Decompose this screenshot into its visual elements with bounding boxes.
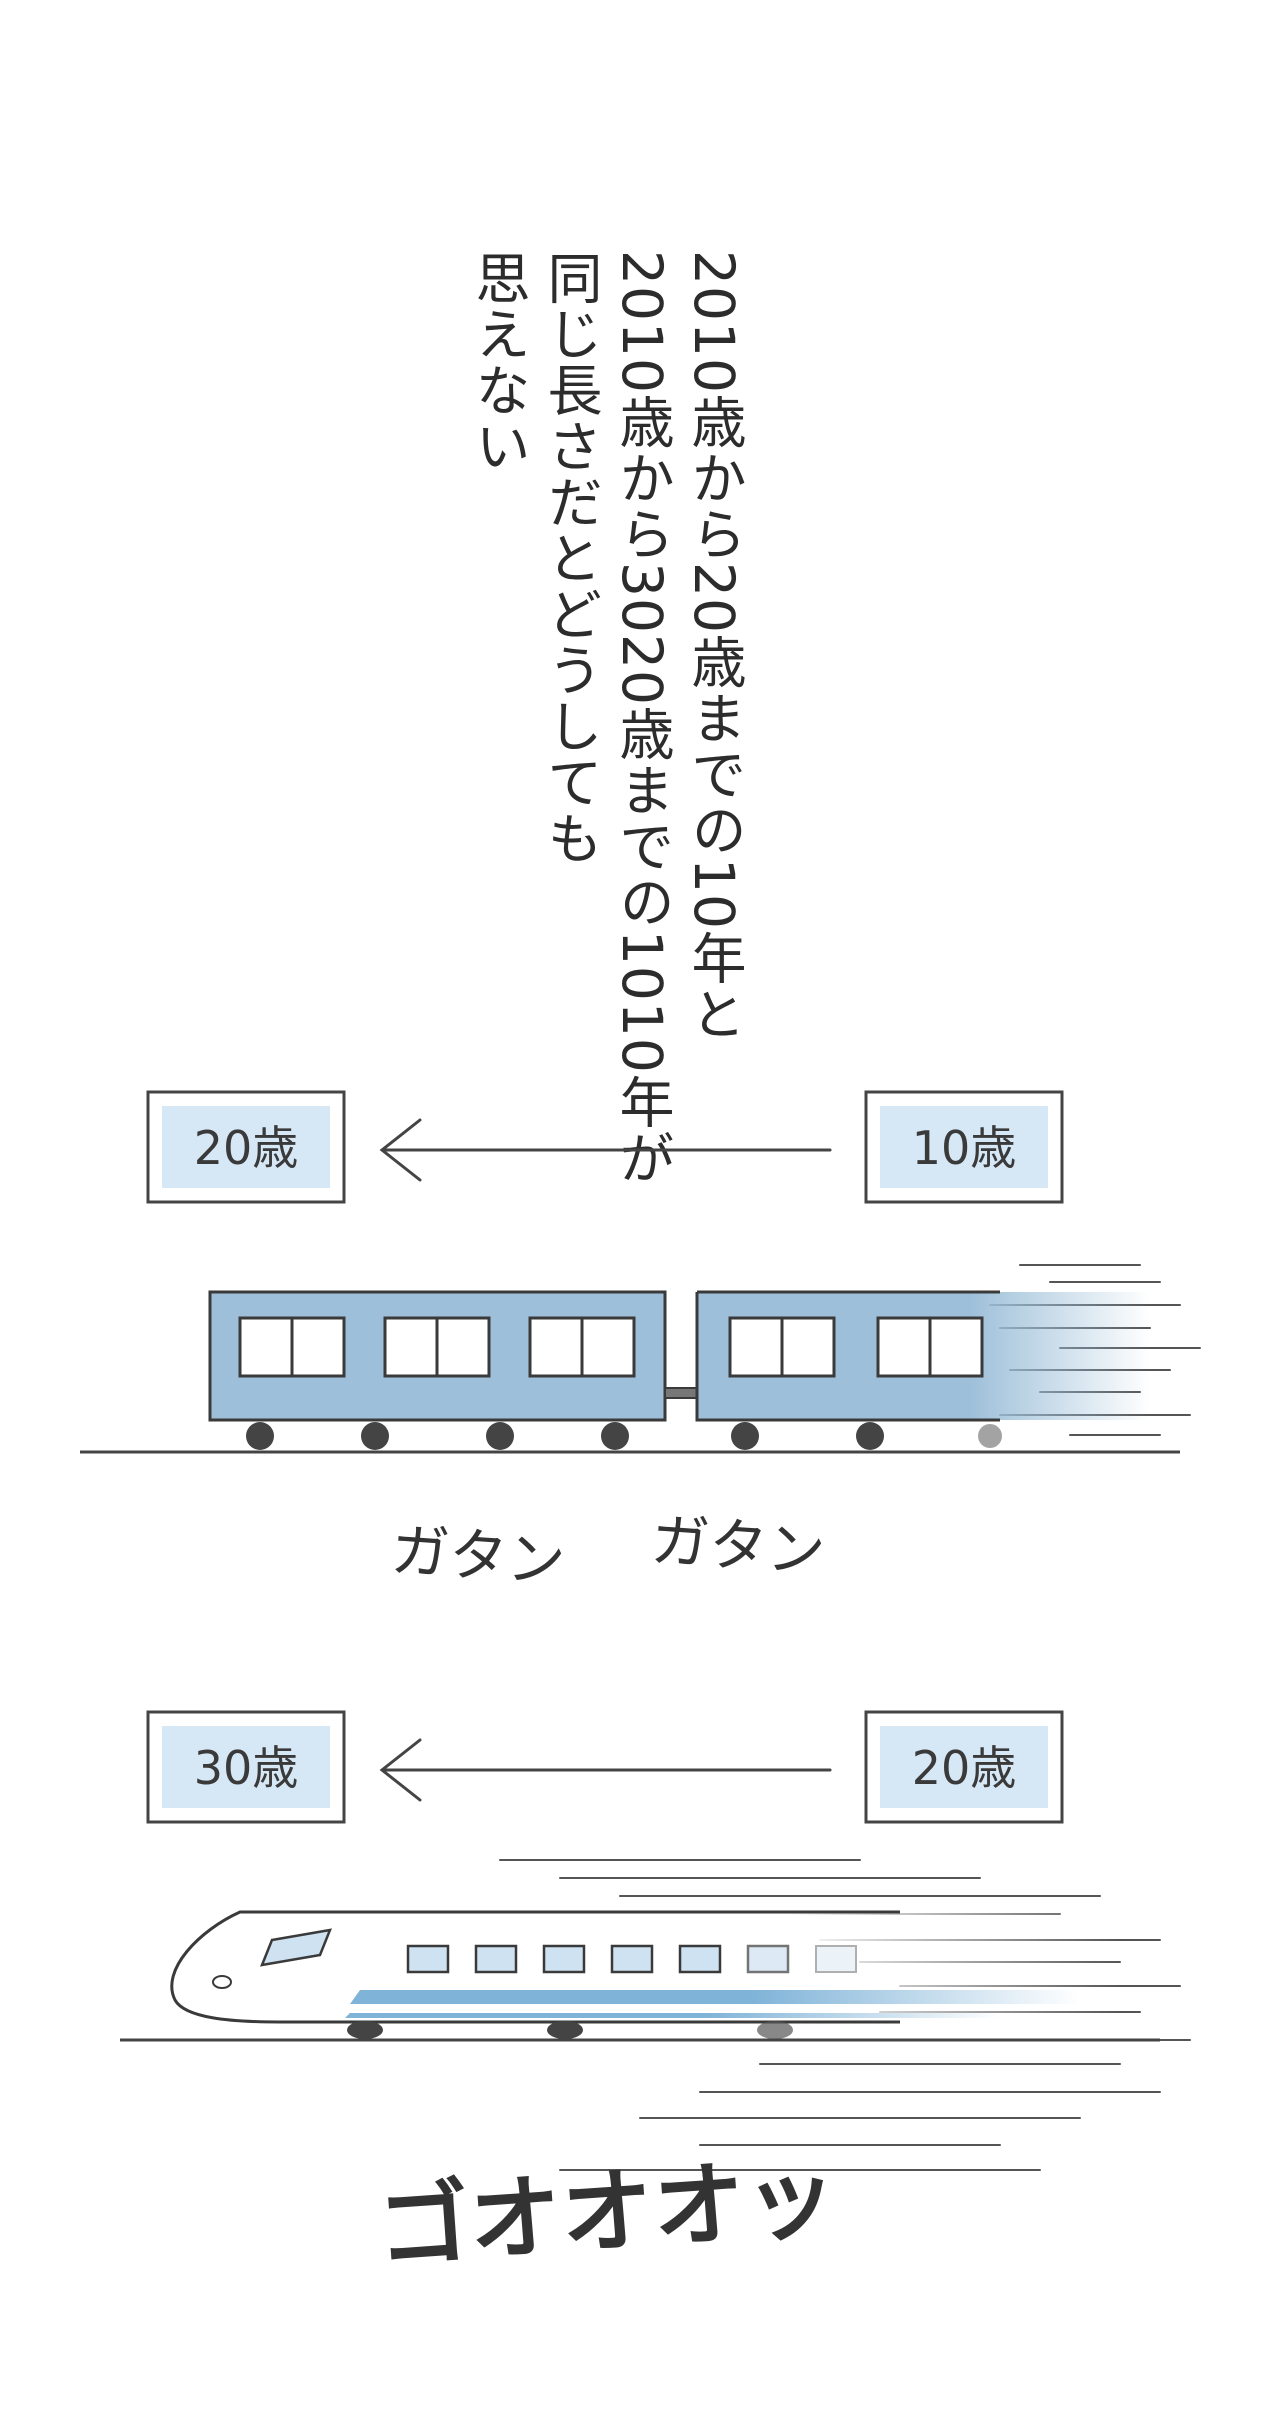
arrow-left-icon (379, 1738, 832, 1802)
arrow-left-icon (379, 1118, 832, 1182)
sign-label-30: 30歳 (194, 1741, 299, 1795)
sfx-gatan-2: ガタン (649, 1506, 827, 1586)
sign-label-10: 10歳 (912, 1121, 1017, 1175)
sign-30-left: 30歳 (146, 1710, 346, 1824)
bullet-train (170, 1910, 1121, 2039)
sign-20-right: 20歳 (864, 1710, 1064, 1824)
sign-10-right: 10歳 (864, 1090, 1064, 1204)
train-car-1 (208, 1290, 667, 1450)
sign-20-left: 20歳 (146, 1090, 346, 1204)
sign-label-20-right: 20歳 (912, 1741, 1017, 1795)
narration-line-4: 思えない (466, 250, 530, 474)
train-car-2 (695, 1290, 1150, 1450)
narration-line-1: 2010歳から20歳までの10年と (682, 250, 746, 1042)
local-train-scene: 20歳 10歳 (0, 1080, 1280, 1600)
narration-line-3: 同じ長さだとどうしても (538, 250, 602, 866)
sfx-gatan-1: ガタン (389, 1516, 567, 1596)
sign-label-20: 20歳 (194, 1121, 299, 1175)
sfx-goooo: ゴオオオッ (374, 2143, 840, 2282)
narration-text: 2010歳から20歳までの10年と 2010歳から3020歳までの1010年が … (450, 250, 750, 1186)
bullet-train-scene: 30歳 20歳 (0, 1700, 1280, 2340)
narration-line-2: 2010歳から3020歳までの1010年が (610, 250, 674, 1186)
